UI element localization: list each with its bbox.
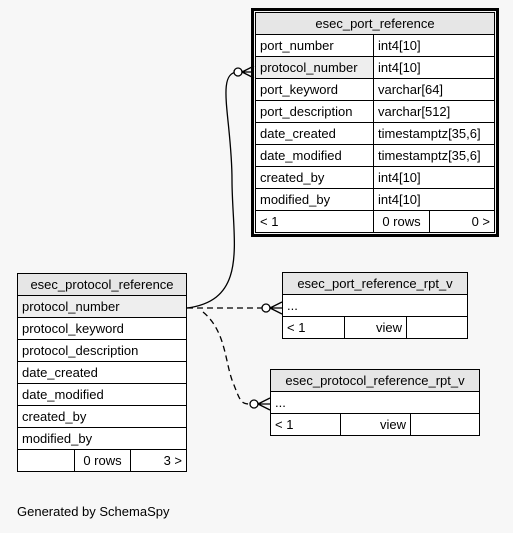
column-name: created_by <box>17 405 187 428</box>
edge-protocol-to-protocol-view-crowfoot <box>257 397 271 411</box>
column-name: protocol_keyword <box>17 317 187 340</box>
column-type: timestamptz[35,6] <box>373 122 495 145</box>
view-esec-protocol-reference-rpt-v: esec_protocol_reference_rpt_v ... < 1 vi… <box>270 369 480 436</box>
table-row: ... <box>282 294 468 317</box>
column-name: created_by <box>255 166 374 189</box>
edge-protocol-to-port-view-crowfoot <box>269 301 283 315</box>
column-name: ... <box>282 294 468 317</box>
table-row: ... <box>270 391 480 414</box>
column-name: protocol_description <box>17 339 187 362</box>
child-count <box>410 413 480 436</box>
edge-protocol-to-port-zero-marker <box>233 67 243 77</box>
column-name: date_modified <box>255 144 374 167</box>
child-count: 3 > <box>130 449 187 472</box>
edge-protocol-to-protocol-view-zero-marker <box>249 399 259 409</box>
child-count: 0 > <box>429 210 495 233</box>
row-count: view <box>344 316 407 339</box>
parent-count: < 1 <box>255 210 374 233</box>
edge-protocol-to-port <box>186 71 239 309</box>
table-row: date_modified <box>17 383 187 406</box>
column-type: varchar[512] <box>373 100 495 123</box>
edge-protocol-to-port-view-zero-marker <box>261 303 271 313</box>
table-title[interactable]: esec_protocol_reference <box>17 273 187 296</box>
table-row: modified_by <box>17 427 187 450</box>
column-name: port_description <box>255 100 374 123</box>
column-type: int4[10] <box>373 166 495 189</box>
column-type: int4[10] <box>373 34 495 57</box>
row-count: 0 rows <box>373 210 430 233</box>
column-name: date_modified <box>17 383 187 406</box>
table-row: protocol_keyword <box>17 317 187 340</box>
table-footer: 0 rows 3 > <box>17 449 187 472</box>
table-footer: < 1 0 rows 0 > <box>255 210 495 233</box>
edge-protocol-to-port-crowfoot <box>241 65 255 79</box>
table-row: created_by <box>17 405 187 428</box>
column-type: int4[10] <box>373 188 495 211</box>
parent-count: < 1 <box>270 413 341 436</box>
parent-count: < 1 <box>282 316 345 339</box>
row-count: 0 rows <box>74 449 131 472</box>
column-name: ... <box>270 391 480 414</box>
table-footer: < 1 view <box>282 316 468 339</box>
table-row: protocol_number <box>17 295 187 318</box>
table-title[interactable]: esec_port_reference <box>255 12 495 35</box>
column-name: modified_by <box>255 188 374 211</box>
edge-protocol-to-protocol-view <box>202 311 251 405</box>
column-name: port_keyword <box>255 78 374 101</box>
table-esec-protocol-reference: esec_protocol_reference protocol_number … <box>17 273 187 472</box>
column-type: int4[10] <box>373 56 495 79</box>
table-footer: < 1 view <box>270 413 480 436</box>
generated-by-label: Generated by SchemaSpy <box>17 504 170 519</box>
table-row: protocol_description <box>17 339 187 362</box>
column-type: timestamptz[35,6] <box>373 144 495 167</box>
table-title[interactable]: esec_protocol_reference_rpt_v <box>270 369 480 392</box>
column-name: modified_by <box>17 427 187 450</box>
column-name: protocol_number <box>255 56 374 79</box>
column-name: protocol_number <box>17 295 187 318</box>
child-count <box>406 316 468 339</box>
table-row: date_created <box>17 361 187 384</box>
column-name: date_created <box>255 122 374 145</box>
column-name: date_created <box>17 361 187 384</box>
column-type: varchar[64] <box>373 78 495 101</box>
view-esec-port-reference-rpt-v: esec_port_reference_rpt_v ... < 1 view <box>282 272 468 339</box>
parent-count <box>17 449 75 472</box>
row-count: view <box>340 413 411 436</box>
column-name: port_number <box>255 34 374 57</box>
table-title[interactable]: esec_port_reference_rpt_v <box>282 272 468 295</box>
